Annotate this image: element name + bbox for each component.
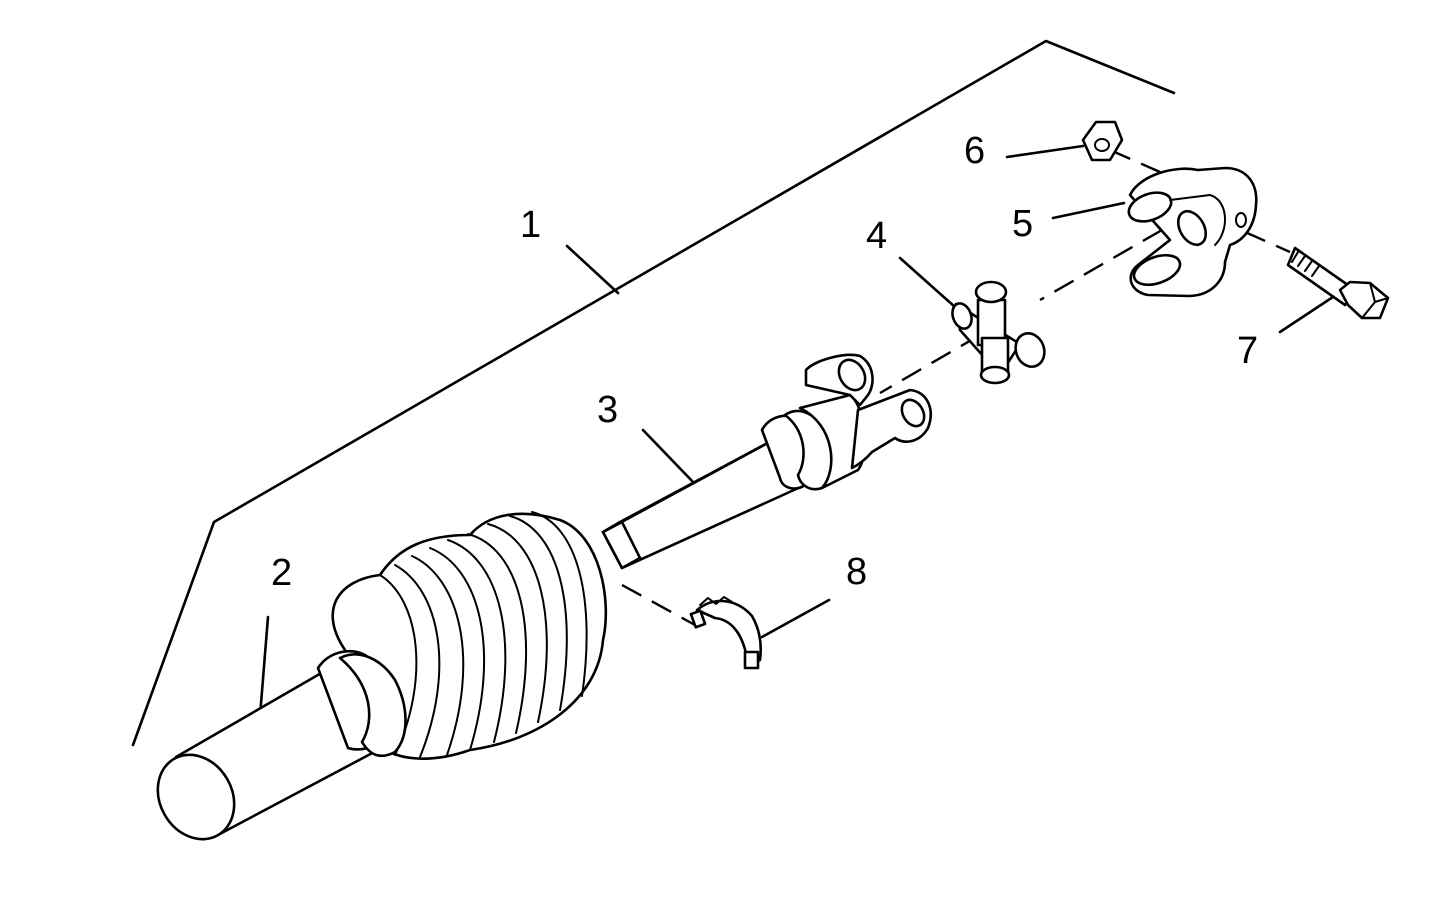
callout-4: 4: [866, 215, 887, 257]
leader-1: [565, 244, 620, 295]
callout-7: 7: [1237, 330, 1258, 372]
part-3-inner-shaft-yoke: [601, 353, 932, 570]
part-6-nut: [1081, 120, 1124, 162]
leader-3: [641, 428, 696, 485]
leader-4: [898, 256, 957, 309]
callout-2: 2: [271, 552, 292, 594]
part-2-outer-tube-guard: [156, 511, 608, 841]
callout-labels: 1 2 3 4 5 6 7 8: [271, 130, 1258, 594]
part-5-yoke: [1127, 166, 1258, 298]
leader-2: [258, 615, 270, 718]
assembly-centerlines: [621, 148, 1291, 627]
part-7-bolt: [1286, 246, 1390, 320]
callout-5: 5: [1012, 203, 1033, 245]
assembly-bracket: [131, 39, 1176, 747]
part-4-universal-joint-cross: [951, 280, 1046, 385]
callout-1: 1: [520, 204, 541, 246]
callout-8: 8: [846, 551, 867, 593]
leader-8: [760, 598, 831, 639]
leader-6: [1005, 144, 1085, 159]
part-8-clip: [689, 596, 763, 670]
leader-7: [1278, 291, 1341, 334]
leader-5: [1051, 201, 1126, 220]
callout-3: 3: [597, 389, 618, 431]
leader-lines: [258, 144, 1341, 718]
callout-6: 6: [964, 130, 985, 172]
